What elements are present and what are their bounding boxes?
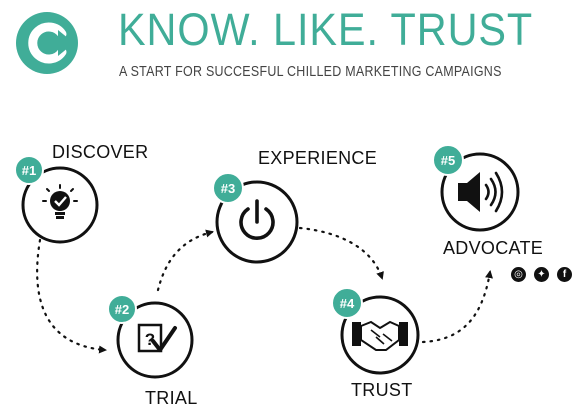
badge-1: [14, 155, 44, 185]
connector-trust-advocate: [421, 270, 493, 344]
connector-discover-trial: [36, 238, 107, 354]
svg-text:?: ?: [145, 330, 155, 349]
badge-3: [212, 172, 244, 204]
step-label-experience: EXPERIENCE: [258, 148, 378, 168]
badge-4-text: #4: [340, 296, 355, 311]
step-advocate: #5: [432, 144, 520, 232]
power-icon: [239, 199, 275, 240]
instagram-icon[interactable]: ◎: [511, 267, 526, 282]
badge-5: [432, 144, 464, 176]
step-label-advocate: ADVOCATE: [443, 238, 544, 258]
twitter-icon[interactable]: ✦: [534, 267, 549, 282]
step-discover: #1: [14, 155, 99, 244]
lightbulb-check-icon: [42, 184, 78, 219]
facebook-icon[interactable]: f: [557, 267, 572, 282]
step-label-trial: TRIAL: [145, 388, 198, 408]
page-subtitle: A START FOR SUCCESFUL CHILLED MARKETING …: [119, 64, 502, 80]
badge-2: [107, 294, 137, 324]
step-experience: #3: [212, 172, 299, 264]
question-checkbox-icon: ?: [137, 323, 177, 353]
step-trust: #4: [331, 287, 420, 375]
badge-2-text: #2: [115, 302, 129, 317]
speaker-icon: [458, 171, 504, 213]
step-trial: ? #2: [107, 294, 194, 379]
badge-4: [331, 287, 363, 319]
connector-trial-experience: [156, 229, 214, 292]
page-title: KNOW. LIKE. TRUST: [118, 4, 534, 55]
handshake-icon: [352, 320, 408, 351]
logo-icon: [16, 12, 78, 74]
badge-1-text: #1: [22, 163, 36, 178]
connector-experience-trust: [298, 226, 384, 280]
badge-5-text: #5: [441, 153, 455, 168]
badge-3-text: #3: [221, 181, 235, 196]
step-label-trust: TRUST: [351, 380, 413, 400]
step-label-discover: DISCOVER: [52, 142, 149, 162]
